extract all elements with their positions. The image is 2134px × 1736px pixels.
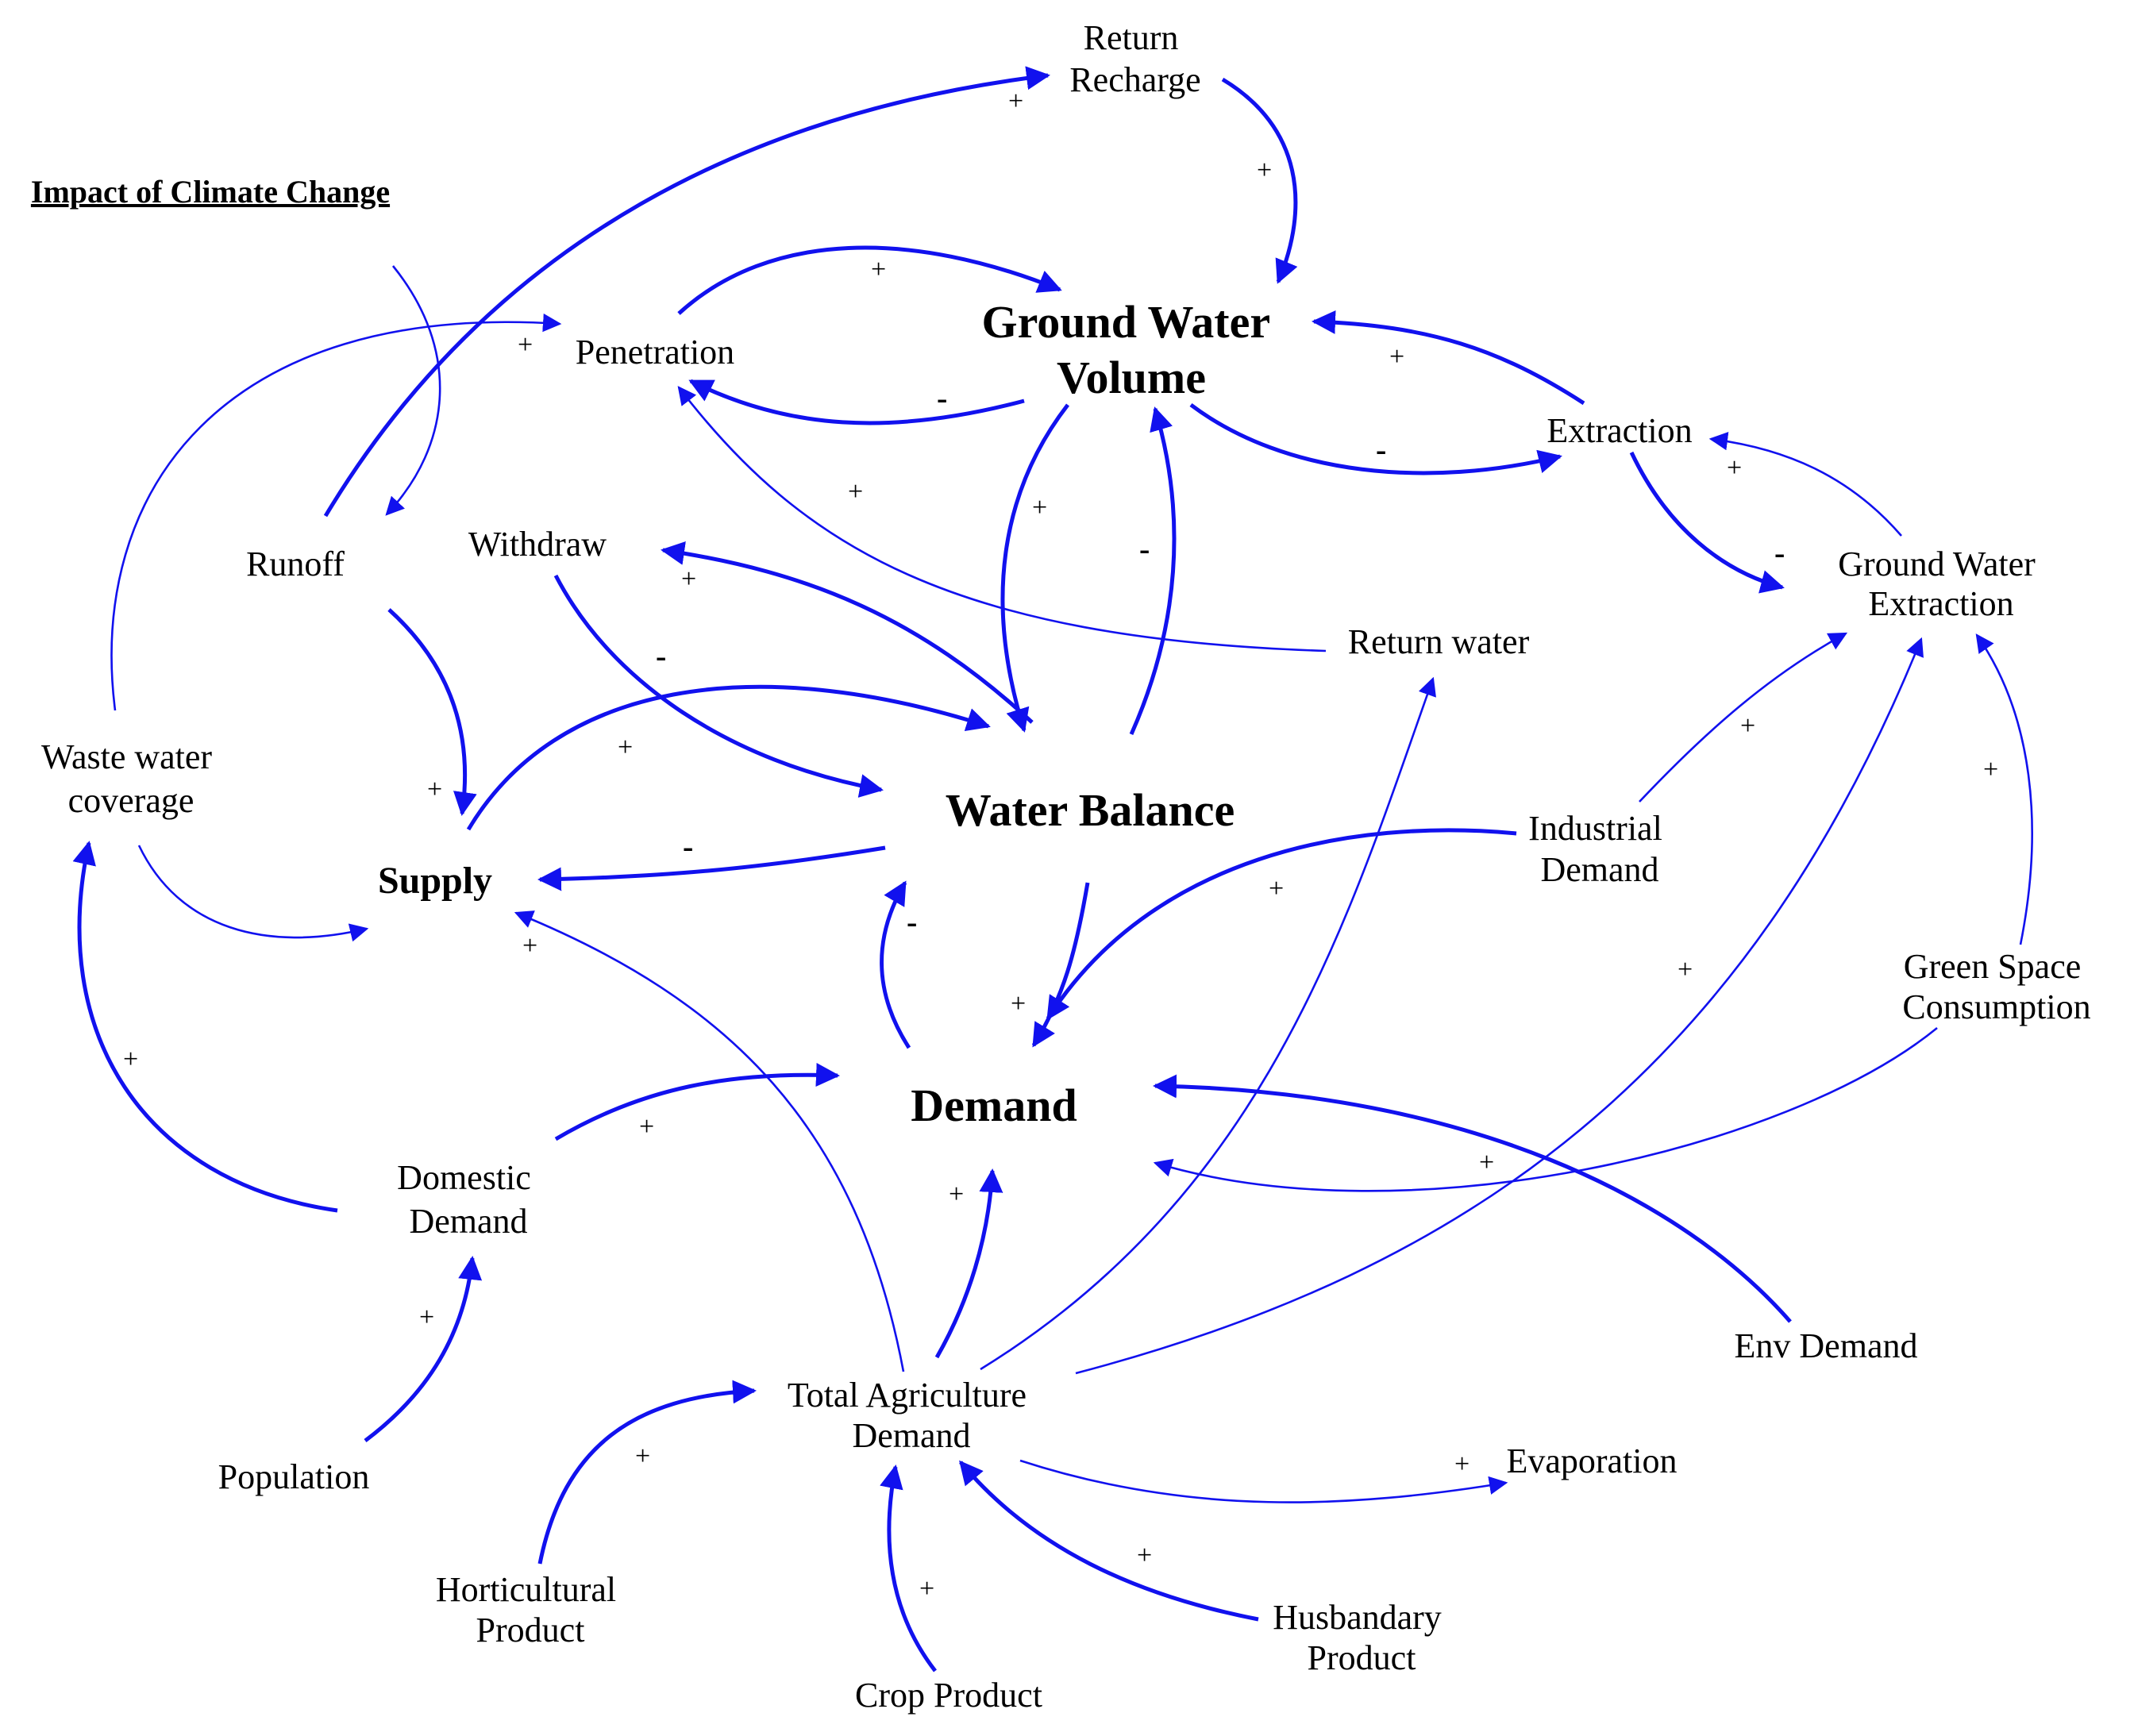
diagram-title: Impact of Climate Change bbox=[31, 174, 390, 210]
link-return-recharge-to-gwv bbox=[1221, 77, 1298, 284]
links bbox=[72, 66, 2033, 1672]
polarity-population-to-domestic: + bbox=[419, 1303, 434, 1332]
polarity-green-space-to-demand: + bbox=[1479, 1148, 1494, 1177]
polarity-waste-water-to-penetration: + bbox=[518, 330, 533, 360]
node-population: Population bbox=[218, 1457, 370, 1496]
link-gw-extraction-to-extraction bbox=[1708, 432, 1902, 537]
polarity-industrial-to-gw-extraction: + bbox=[1740, 711, 1755, 741]
polarity-agri-to-evaporation: + bbox=[1454, 1449, 1470, 1479]
polarity-agri-to-supply: + bbox=[522, 931, 537, 960]
polarity-runoff-to-supply: + bbox=[427, 775, 442, 804]
link-water-balance-to-withdraw bbox=[661, 541, 1034, 724]
link-domestic-to-waste-water bbox=[72, 841, 338, 1213]
polarity-green-space-to-gw-extraction: + bbox=[1983, 755, 1998, 784]
polarity-domestic-to-demand: + bbox=[639, 1112, 654, 1141]
node-evaporation: Evaporation bbox=[1506, 1442, 1677, 1480]
polarity-labels: + + + - + - + + + - - + + - + + - + + - … bbox=[123, 87, 1998, 1603]
link-agri-to-return-water bbox=[980, 676, 1436, 1371]
polarity-extraction-to-gwv: + bbox=[1389, 342, 1404, 371]
link-domestic-to-demand bbox=[554, 1063, 840, 1141]
node-withdraw: Withdraw bbox=[468, 525, 607, 564]
polarity-gwv-to-penetration: - bbox=[937, 380, 947, 416]
node-ground-water-volume: Ground Water Volume bbox=[981, 296, 1281, 403]
node-crop-product: Crop Product bbox=[855, 1676, 1042, 1715]
polarity-crop-to-agri: + bbox=[919, 1574, 934, 1603]
polarity-demand-to-water-balance: - bbox=[907, 904, 917, 940]
link-industrial-to-demand bbox=[1046, 828, 1517, 1021]
link-horticultural-to-agri bbox=[537, 1380, 757, 1565]
link-agri-to-supply bbox=[514, 910, 905, 1372]
node-supply: Supply bbox=[378, 860, 492, 902]
link-gwv-to-extraction bbox=[1189, 402, 1562, 475]
link-water-balance-to-gwv bbox=[1129, 406, 1177, 736]
link-demand-to-water-balance bbox=[880, 880, 911, 1049]
link-agri-to-evaporation bbox=[1019, 1459, 1508, 1503]
link-runoff-to-supply bbox=[387, 608, 477, 816]
diagram-title-text: Impact of Climate Change bbox=[31, 174, 390, 210]
link-supply-to-water-balance bbox=[466, 684, 991, 831]
node-demand: Demand bbox=[911, 1080, 1077, 1131]
node-return-water: Return water bbox=[1348, 622, 1530, 661]
polarity-withdraw-to-water-balance: - bbox=[656, 638, 666, 674]
node-ground-water-extraction: Ground Water Extraction bbox=[1838, 545, 2044, 623]
node-waste-water-coverage: Waste water coverage bbox=[41, 737, 221, 820]
node-runoff: Runoff bbox=[246, 545, 345, 583]
polarity-water-balance-to-supply: - bbox=[683, 829, 693, 864]
link-agri-to-demand bbox=[934, 1168, 1003, 1359]
nodes: Impact of Climate Change Return Recharge… bbox=[31, 18, 2091, 1715]
polarity-gw-extraction-to-extraction: + bbox=[1727, 453, 1742, 483]
polarity-water-balance-to-demand: + bbox=[1011, 989, 1026, 1018]
node-husbandary-product: Husbandary Product bbox=[1273, 1598, 1450, 1677]
polarity-extraction-to-gw-extraction: - bbox=[1774, 535, 1785, 571]
link-industrial-to-gw-extraction bbox=[1639, 632, 1848, 803]
link-waste-water-to-penetration bbox=[110, 313, 562, 711]
link-waste-water-to-supply bbox=[137, 845, 369, 942]
link-agri-to-gw-extraction bbox=[1075, 637, 1924, 1375]
link-climate-to-runoff bbox=[385, 265, 441, 516]
polarity-husbandary-to-agri: + bbox=[1137, 1541, 1152, 1570]
link-penetration-to-gwv bbox=[677, 245, 1062, 315]
polarity-water-balance-to-withdraw: + bbox=[681, 564, 696, 594]
link-water-balance-to-demand bbox=[1031, 882, 1090, 1048]
polarity-supply-to-water-balance: + bbox=[618, 733, 633, 762]
node-env-demand: Env Demand bbox=[1735, 1326, 1918, 1365]
polarity-horticultural-to-agri: + bbox=[635, 1442, 650, 1471]
link-gwv-to-water-balance bbox=[1000, 403, 1069, 733]
node-penetration: Penetration bbox=[576, 333, 734, 371]
polarity-gwv-to-water-balance: + bbox=[1032, 493, 1047, 522]
link-runoff-to-return-recharge bbox=[323, 66, 1050, 518]
link-extraction-to-gw-extraction bbox=[1629, 451, 1785, 594]
node-water-balance: Water Balance bbox=[946, 784, 1235, 836]
node-return-recharge: Return Recharge bbox=[1069, 18, 1200, 99]
polarity-penetration-to-gwv: + bbox=[871, 255, 886, 284]
node-industrial-demand: Industrial Demand bbox=[1528, 809, 1671, 889]
link-env-to-demand bbox=[1153, 1074, 1792, 1323]
link-green-space-to-gw-extraction bbox=[1975, 633, 2033, 945]
link-green-space-to-demand bbox=[1153, 1026, 1938, 1192]
polarity-agri-to-gw-extraction: + bbox=[1678, 955, 1693, 984]
node-green-space-consumption: Green Space Consumption bbox=[1902, 947, 2090, 1026]
polarity-domestic-to-waste-water: + bbox=[123, 1045, 138, 1074]
polarity-runoff-to-return-recharge: + bbox=[1008, 87, 1023, 116]
node-total-agriculture-demand: Total Agriculture Demand bbox=[788, 1376, 1035, 1455]
polarity-water-balance-to-gwv: - bbox=[1139, 531, 1150, 567]
polarity-return-recharge-to-gwv: + bbox=[1257, 156, 1272, 185]
link-gwv-to-penetration bbox=[688, 379, 1025, 425]
link-withdraw-to-water-balance bbox=[553, 574, 884, 798]
link-extraction-to-gwv bbox=[1312, 310, 1585, 406]
polarity-return-water-to-penetration: + bbox=[848, 477, 863, 506]
link-crop-to-agri bbox=[880, 1465, 937, 1672]
node-domestic-demand: Domestic Demand bbox=[397, 1158, 540, 1241]
polarity-gwv-to-extraction: - bbox=[1376, 432, 1386, 468]
link-return-water-to-penetration bbox=[677, 386, 1327, 652]
node-extraction: Extraction bbox=[1547, 411, 1692, 450]
link-population-to-domestic bbox=[364, 1256, 483, 1442]
link-husbandary-to-agri bbox=[959, 1460, 1259, 1622]
node-horticultural-product: Horticultural Product bbox=[436, 1570, 625, 1649]
polarity-industrial-to-demand: + bbox=[1269, 874, 1284, 903]
polarity-agri-to-demand: + bbox=[949, 1180, 964, 1209]
link-water-balance-to-supply bbox=[537, 845, 886, 891]
